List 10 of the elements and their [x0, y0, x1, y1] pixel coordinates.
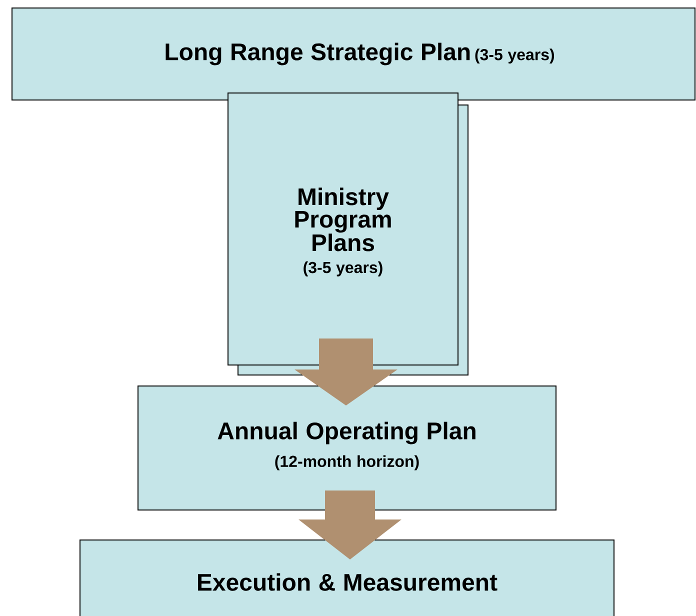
plan-box — [80, 540, 614, 616]
block-arrow — [298, 490, 402, 560]
block-arrow — [294, 338, 398, 406]
box-text: Annual Operating Plan (12-month horizon) — [218, 422, 476, 470]
box-text: Ministry Program Plans (3-5 years) — [295, 188, 391, 276]
box-text: Long Range Strategic Plan (3-5 years) — [166, 42, 554, 66]
plan-box — [138, 386, 556, 510]
plan-box — [12, 8, 696, 100]
box-text: Execution & Measurement — [198, 573, 498, 591]
stacked-pages-box — [228, 92, 468, 376]
